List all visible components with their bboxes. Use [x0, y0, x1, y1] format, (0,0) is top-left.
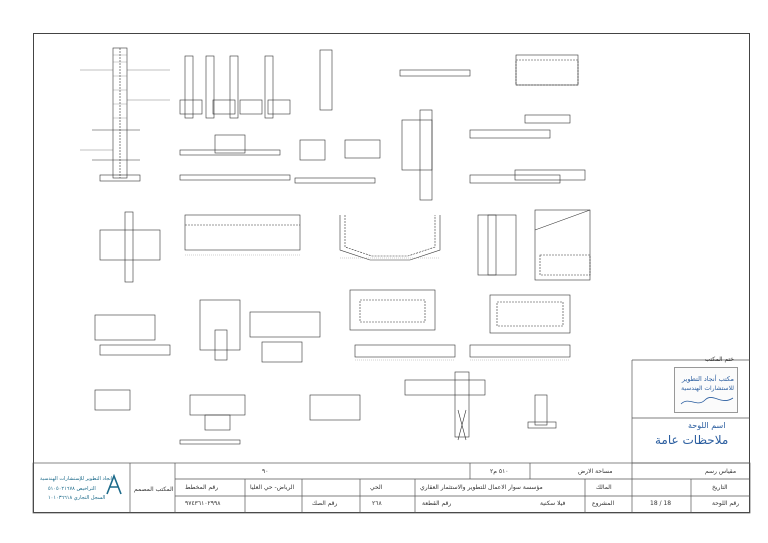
logo-license: التراخيص ٥١٠٥٠٢١٦٧٨ [48, 486, 96, 492]
owner: مؤسسة سوار الاعمال للتطوير والاستثمار ال… [420, 484, 543, 491]
deed-label: رقم الصك [312, 500, 338, 507]
plot: ٢٦٨ [372, 500, 382, 507]
owner-label: المالك [596, 484, 612, 491]
project: فيلا سكنية [540, 500, 566, 507]
office-name: مكتب أنجاد التطوير [681, 375, 734, 383]
board-name-label: اسم اللوحة [688, 421, 726, 430]
sheet-no: 18 / 18 [650, 500, 672, 507]
sheet-no-label: رقم اللوحة [712, 500, 740, 507]
plot-label: رقم القطعة [422, 500, 452, 507]
district: الرياض- حي العليا [250, 484, 295, 491]
designer-label: المكتب المصمم [134, 486, 174, 493]
plan-no-label: رقم المخطط [185, 484, 219, 491]
signature [680, 397, 734, 405]
office-stamp: ختم المكتب مكتب أنجاد التطوير للاستشارات… [674, 356, 738, 413]
project-label: المشروع [592, 500, 615, 507]
logo-name: انجاد التطوير للإستشارات الهندسية [40, 476, 113, 482]
district-label: الحي [370, 484, 383, 491]
deed: ٩٧٤٣٦١٠٢٩٩٨ [185, 500, 221, 507]
sheet-border [33, 33, 750, 513]
board-name: ملاحظات عامة [655, 433, 729, 447]
date-label: التاريخ [712, 484, 728, 491]
scale-label: مقياس رسم [705, 468, 737, 475]
logo-cr: السجل التجاري ١٠١٠٣٦٦١٨ [48, 495, 106, 501]
area: ٥١٠ م٢ [490, 468, 509, 475]
plan-no: ٩٠ [262, 468, 269, 475]
area-label: مساحة الارض [578, 468, 613, 475]
office-logo-icon [106, 474, 122, 495]
office-name-line2: للاستشارات الهندسية [681, 385, 734, 392]
office-stamp-label: ختم المكتب [704, 356, 734, 363]
